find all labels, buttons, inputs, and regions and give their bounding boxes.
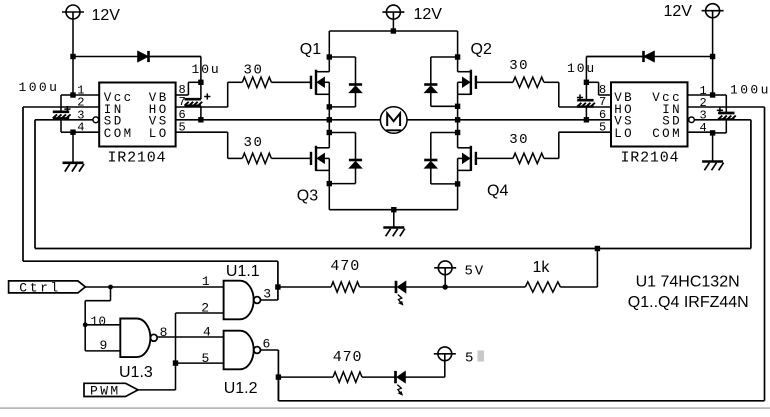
svg-text:100u: 100u bbox=[19, 80, 60, 95]
svg-text:COM: COM bbox=[652, 127, 682, 141]
svg-text:1: 1 bbox=[202, 274, 210, 289]
svg-text:10u: 10u bbox=[567, 61, 596, 76]
svg-text:1k: 1k bbox=[533, 259, 551, 276]
svg-text:4: 4 bbox=[77, 121, 84, 135]
svg-text:Q2: Q2 bbox=[471, 41, 492, 58]
svg-text:PWM: PWM bbox=[90, 384, 121, 399]
svg-text:12V: 12V bbox=[92, 7, 121, 24]
svg-text:100u: 100u bbox=[730, 83, 770, 98]
svg-text:2: 2 bbox=[201, 301, 209, 316]
svg-text:12V: 12V bbox=[664, 3, 693, 20]
svg-text:Q1: Q1 bbox=[300, 41, 321, 58]
svg-text:10u: 10u bbox=[192, 62, 221, 77]
svg-text:LO: LO bbox=[149, 127, 169, 141]
svg-text:9: 9 bbox=[100, 338, 108, 353]
svg-text:5V: 5V bbox=[465, 263, 485, 279]
svg-text:IR2104: IR2104 bbox=[108, 149, 167, 166]
svg-text:10: 10 bbox=[91, 315, 107, 329]
svg-text:Q3: Q3 bbox=[297, 187, 318, 204]
svg-text:30: 30 bbox=[244, 63, 264, 79]
svg-text:4: 4 bbox=[700, 121, 707, 135]
svg-text:5: 5 bbox=[202, 351, 210, 366]
svg-text:IR2104: IR2104 bbox=[621, 149, 680, 166]
svg-text:U1.1: U1.1 bbox=[226, 263, 260, 280]
svg-text:COM: COM bbox=[104, 127, 134, 141]
svg-text:Q1..Q4 IRFZ44N: Q1..Q4 IRFZ44N bbox=[628, 294, 749, 311]
svg-text:4: 4 bbox=[203, 325, 211, 340]
svg-text:3: 3 bbox=[263, 287, 271, 302]
svg-text:Ctrl: Ctrl bbox=[19, 280, 61, 295]
svg-text:30: 30 bbox=[244, 135, 264, 151]
svg-text:470: 470 bbox=[333, 349, 363, 366]
svg-text:12V: 12V bbox=[414, 6, 443, 23]
svg-text:LO: LO bbox=[614, 127, 634, 141]
svg-text:U1 74HC132N: U1 74HC132N bbox=[636, 273, 740, 290]
svg-text:U1.3: U1.3 bbox=[119, 364, 153, 381]
svg-text:U1.2: U1.2 bbox=[224, 380, 258, 397]
svg-text:30: 30 bbox=[509, 58, 529, 74]
svg-text:470: 470 bbox=[330, 258, 360, 275]
svg-text:5: 5 bbox=[465, 350, 475, 366]
svg-text:Q4: Q4 bbox=[487, 183, 508, 200]
svg-text:8: 8 bbox=[160, 325, 168, 340]
svg-text:6: 6 bbox=[263, 337, 271, 352]
svg-text:30: 30 bbox=[509, 132, 529, 148]
